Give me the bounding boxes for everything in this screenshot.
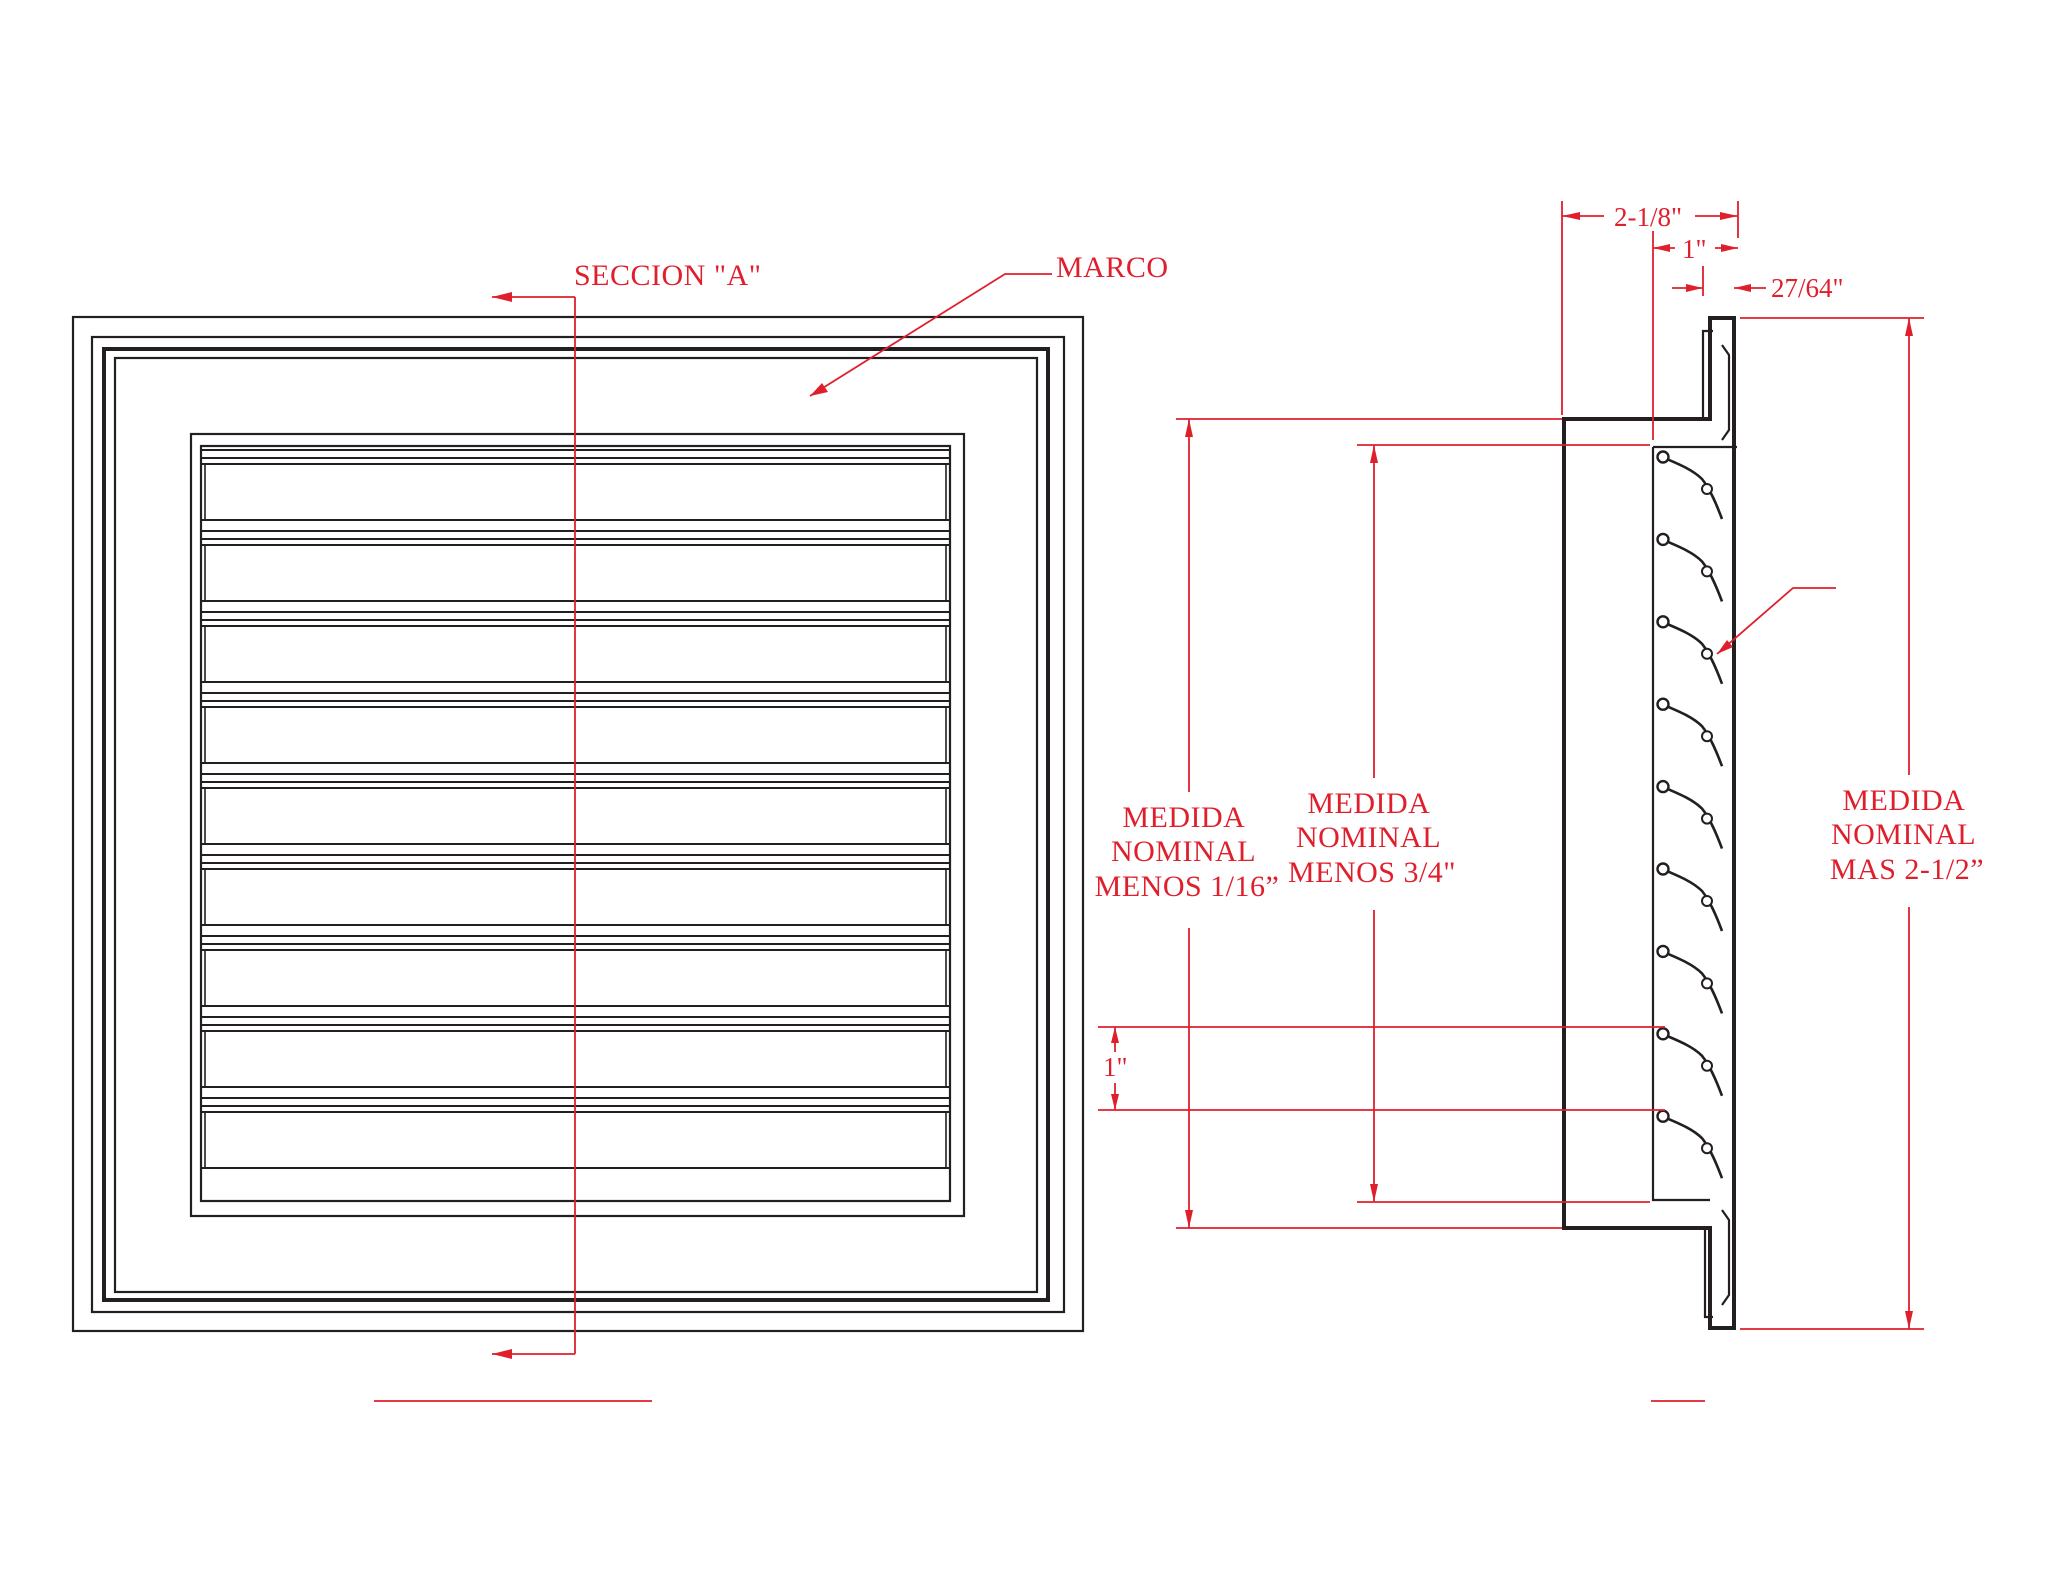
dimension-louver-pitch: 1" [1098, 1026, 1665, 1111]
dimension-inner-opening-height: MEDIDA NOMINAL MENOS 3/4" [1288, 444, 1650, 1203]
dimension-flange-depth: 1" [1652, 231, 1738, 440]
frame-label: MARCO [1056, 251, 1169, 284]
blade-callout-leader [1716, 587, 1836, 655]
side-inner-cavity [1651, 445, 1737, 1202]
side-blade [1656, 615, 1724, 685]
side-louver-blades [1656, 450, 1724, 1179]
side-section-view [1562, 316, 1737, 1330]
side-blade [1656, 697, 1724, 767]
dimension-flange-thickness: 27/64" [1672, 266, 1844, 303]
side-blade [1656, 862, 1724, 932]
total-depth-label: 2-1/8" [1614, 202, 1682, 232]
louver-pitch-label: 1" [1103, 1052, 1128, 1082]
section-a-label: SECCION "A" [574, 259, 762, 292]
side-body-outline [1562, 316, 1736, 1330]
inner-opening-height-label: MEDIDA NOMINAL MENOS 3/4" [1288, 787, 1456, 889]
outer-body-height-label: MEDIDA NOMINAL MENOS 1/16” [1095, 801, 1280, 903]
frame-step-3 [113, 356, 1039, 1294]
frame-callout: MARCO [809, 251, 1169, 397]
opening-outer-edge [189, 432, 966, 1218]
side-blade [1656, 944, 1724, 1014]
frame-outer-edge [71, 315, 1085, 1333]
side-blade [1656, 532, 1724, 602]
section-a-cut-line: SECCION "A" [492, 259, 762, 1359]
side-blade [1656, 450, 1724, 520]
front-view [71, 315, 1085, 1333]
dimension-total-depth: 2-1/8" [1561, 201, 1739, 415]
side-flange-profile [1701, 329, 1731, 1319]
side-blade [1656, 1109, 1724, 1179]
flange-depth-label: 1" [1682, 234, 1707, 264]
overall-height-label: MEDIDA NOMINAL MAS 2-1/2” [1830, 784, 1984, 886]
dimension-overall-height: MEDIDA NOMINAL MAS 2-1/2” [1740, 317, 1984, 1330]
frame-step-2 [102, 347, 1050, 1302]
dimension-outer-body-height: MEDIDA NOMINAL MENOS 1/16” [1095, 418, 1562, 1229]
frame-step-1 [90, 335, 1066, 1314]
side-blade [1656, 1027, 1724, 1097]
side-blade [1656, 779, 1724, 850]
flange-thickness-label: 27/64" [1771, 273, 1844, 303]
